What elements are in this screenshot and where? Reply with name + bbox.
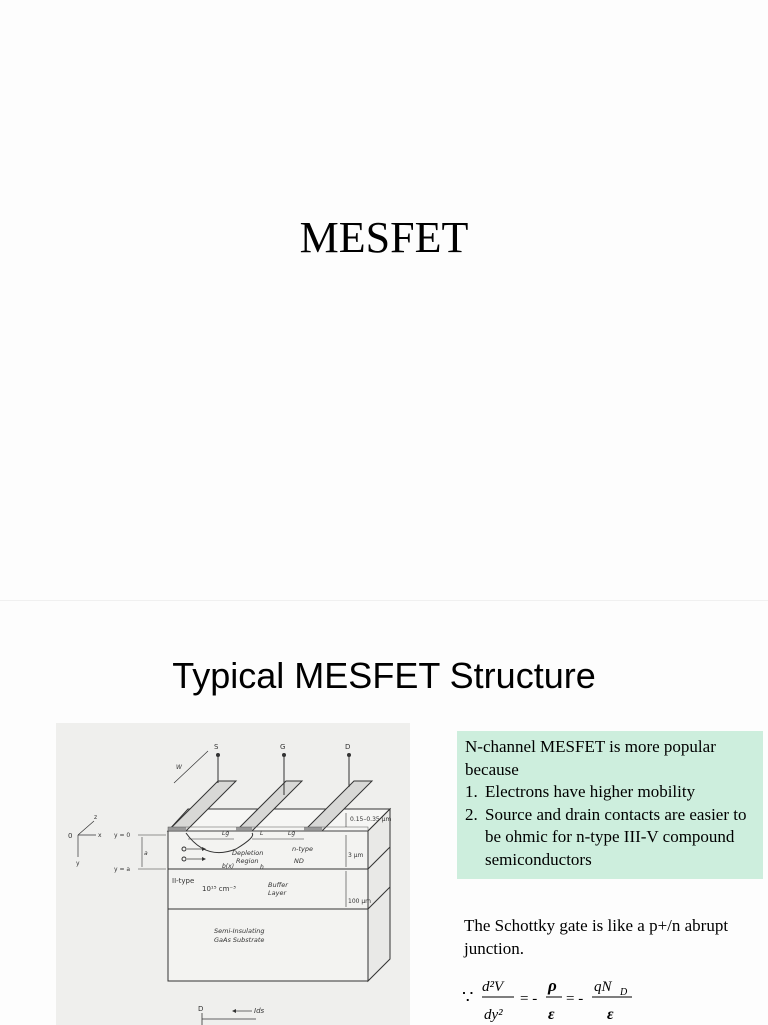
ya-label: y = a [114,866,130,873]
thickness-2: 3 µm [348,852,364,859]
ptype-label: II-type [172,877,194,885]
svg-text:Region: Region [236,857,259,865]
eq-num2: ρ [547,976,557,995]
axis-z: z [94,814,97,821]
eq-num1: d²V [482,979,505,995]
svg-text:Semi-Insulating: Semi-Insulating [214,927,265,935]
lg1-label: Lg [222,830,229,837]
source-label: S [214,743,219,751]
callout-item: 1. Electrons have higher mobility [465,781,755,804]
mesfet-structure-diagram: S G D W Lg L Lg Depletion Region n-type … [56,723,410,1025]
item-text: Electrons have higher mobility [485,782,696,802]
because-symbol: ∵ [462,987,473,1007]
eq-den3: ε [607,1006,614,1023]
nd-label: ND [294,857,304,865]
eq-sub3: D [619,987,628,998]
circuit-d-label: D [198,1005,203,1013]
eq-den2: ε [548,1006,555,1023]
y0-label: y = 0 [114,832,130,839]
h-label: h [260,864,264,871]
item-number: 2. [465,804,478,824]
item-text: Source and drain contacts are easier to … [485,804,747,869]
svg-text:Layer: Layer [268,889,287,897]
gate-label: G [280,743,285,751]
axis-origin: 0 [68,832,72,840]
callout-item: 2. Source and drain contacts are easier … [465,804,755,872]
callout-box: N-channel MESFET is more popular because… [457,731,763,879]
axis-x: x [98,832,102,839]
slide-title: Typical MESFET Structure [172,655,596,696]
structure-slide: Typical MESFET Structure [0,600,768,1025]
item-number: 1. [465,782,478,802]
svg-text:Depletion: Depletion [232,849,263,857]
callout-intro: N-channel MESFET is more popular because [465,737,716,779]
poisson-equation: ∵ d²V dy² = - ρ ε = - qN D ε [462,973,762,1025]
eq-den1: dy² [484,1007,503,1023]
drain-label: D [345,743,350,751]
eq-sign2: = - [566,991,583,1007]
l-label: L [260,830,263,837]
axis-y: y [76,860,80,867]
a-label: a [144,850,148,857]
svg-text:Buffer: Buffer [268,881,289,889]
doping-label: 10¹⁵ cm⁻³ [202,885,236,893]
eq-sign1: = - [520,991,537,1007]
schottky-text: The Schottky gate is like a p+/n abrupt … [464,916,729,958]
lg2-label: Lg [288,830,295,837]
svg-text:GaAs Substrate: GaAs Substrate [214,936,264,944]
svg-text:W: W [176,764,183,771]
bx-label: b(x) [222,863,234,870]
circuit-ids-label: Ids [254,1007,265,1015]
thickness-1: 0.15–0.35 µm [350,816,391,823]
ntype-label: n-type [292,845,313,853]
slide-title: MESFET [299,213,469,262]
title-slide: MESFET [299,213,469,262]
thickness-3: 100 µm [348,898,371,905]
eq-num3: qN [594,979,613,995]
